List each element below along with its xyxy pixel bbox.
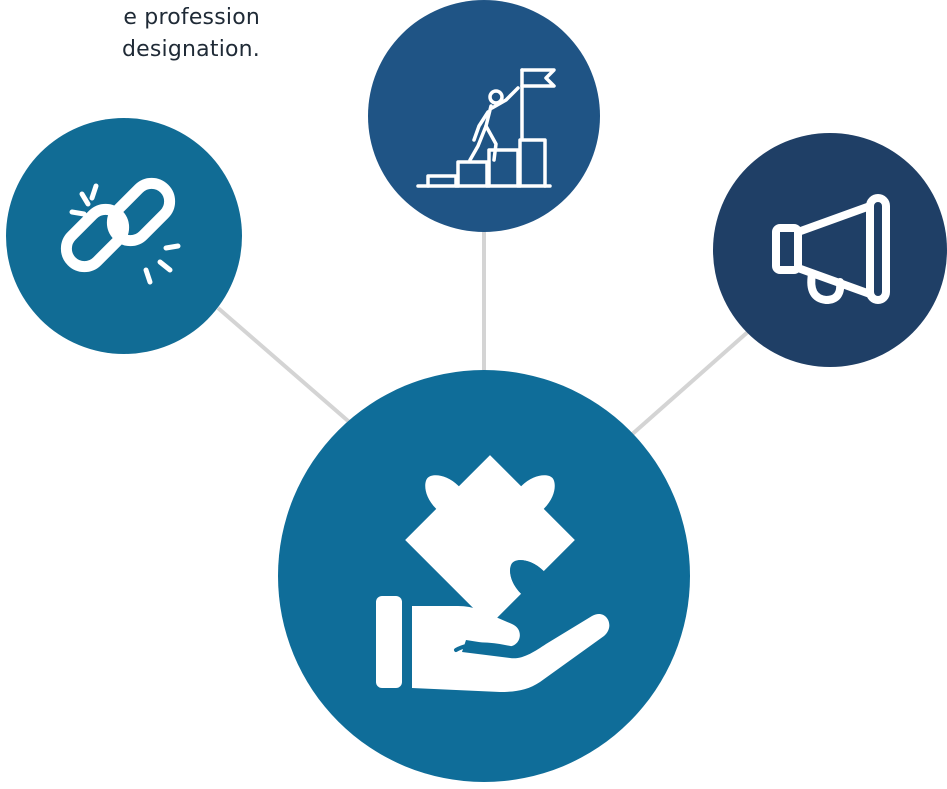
- node-right: [713, 133, 947, 367]
- megaphone-icon: [772, 194, 890, 304]
- node-top: [368, 0, 600, 232]
- climbing-to-flag-icon: [416, 68, 556, 188]
- connectors: [216, 225, 752, 447]
- node-center: [278, 370, 690, 782]
- intro-text-line-2: designation.: [122, 37, 260, 62]
- break-spark-marks: [69, 183, 181, 285]
- node-left: [6, 118, 242, 354]
- connector-left: [216, 306, 372, 442]
- hand-holding-puzzle-icon: [376, 455, 610, 692]
- broken-chain-link-icon: [60, 177, 176, 273]
- node-right-circle: [713, 133, 947, 367]
- intro-text: e profession designation.: [0, 2, 260, 66]
- connector-right: [618, 328, 752, 447]
- intro-text-line-1: e profession: [123, 5, 260, 30]
